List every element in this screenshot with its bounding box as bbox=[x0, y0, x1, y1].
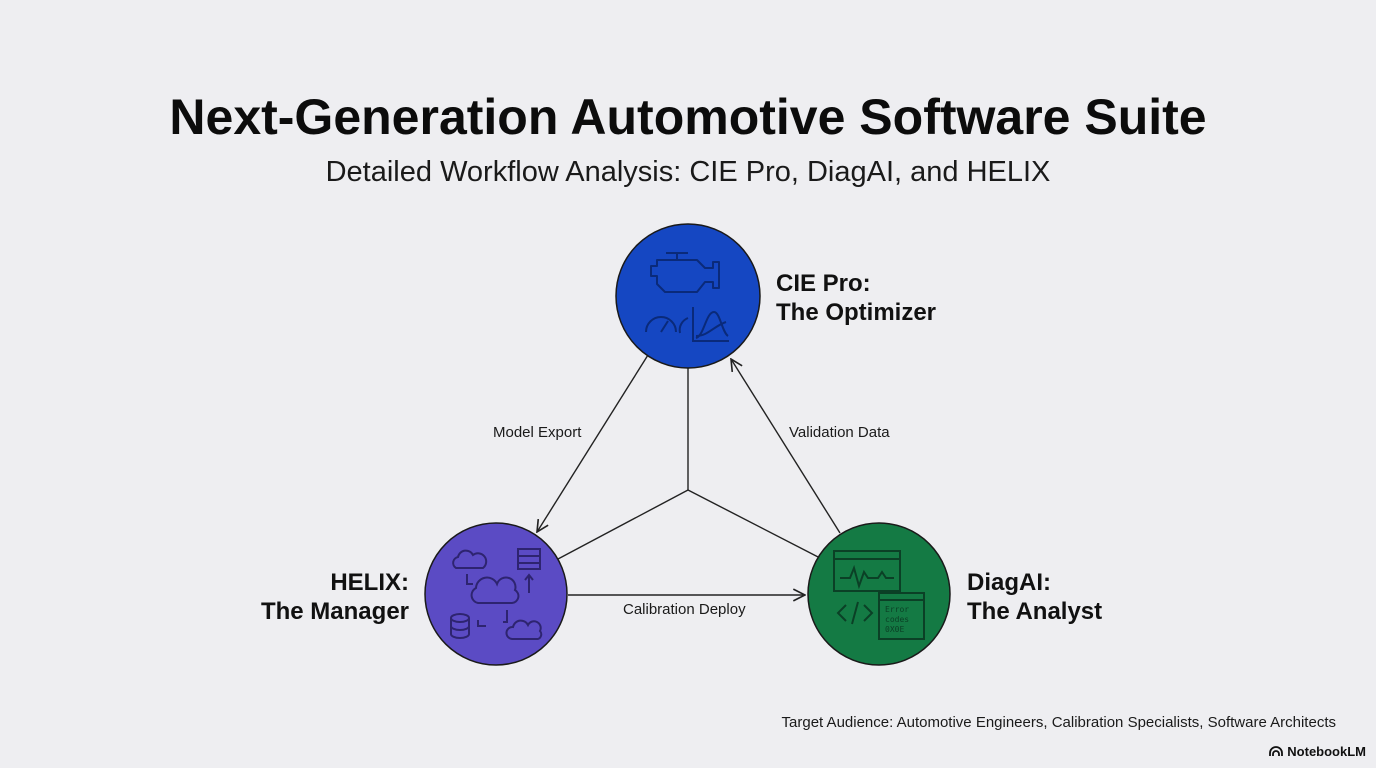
waveform-window-icon bbox=[833, 550, 901, 592]
server-icon bbox=[517, 548, 541, 593]
error-code-line: Error bbox=[885, 605, 909, 614]
calibration-deploy-label: Calibration Deploy bbox=[623, 601, 746, 618]
database-icon bbox=[450, 613, 470, 639]
brand-name: NotebookLM bbox=[1287, 744, 1366, 759]
gauge-icon bbox=[645, 316, 689, 334]
error-codes-icon: Error codes 0X0E bbox=[878, 592, 925, 640]
code-icon bbox=[836, 601, 874, 625]
diagai-label: DiagAI: The Analyst bbox=[967, 568, 1102, 626]
helix-name: HELIX: bbox=[330, 569, 409, 596]
target-audience: Target Audience: Automotive Engineers, C… bbox=[781, 714, 1336, 731]
engine-icon bbox=[650, 252, 720, 293]
helix-label: HELIX: The Manager bbox=[200, 568, 409, 626]
diagai-name: DiagAI: bbox=[967, 569, 1051, 596]
notebooklm-logo-icon bbox=[1269, 746, 1284, 756]
cie-pro-role: The Optimizer bbox=[776, 299, 937, 326]
helix-role: The Manager bbox=[260, 598, 409, 625]
page-title: Next-Generation Automotive Software Suit… bbox=[169, 89, 1207, 145]
validation-data-label: Validation Data bbox=[789, 424, 890, 441]
helix-node[interactable] bbox=[424, 522, 568, 666]
error-code-line: codes bbox=[885, 615, 909, 624]
brand-mark[interactable]: NotebookLM bbox=[1269, 744, 1366, 759]
model-export-label: Model Export bbox=[493, 424, 582, 441]
cie-pro-node[interactable] bbox=[615, 223, 761, 369]
cloud-icon bbox=[452, 549, 543, 640]
page-subtitle: Detailed Workflow Analysis: CIE Pro, Dia… bbox=[325, 156, 1051, 188]
error-code-line: 0X0E bbox=[885, 625, 904, 634]
cie-pro-label: CIE Pro: The Optimizer bbox=[776, 269, 936, 327]
cie-pro-name: CIE Pro: bbox=[776, 270, 871, 297]
model-export-arrow bbox=[537, 354, 649, 532]
diagai-role: The Analyst bbox=[967, 598, 1103, 625]
validation-data-arrow bbox=[731, 359, 841, 534]
curve-chart-icon bbox=[692, 307, 729, 342]
diagai-node[interactable]: Error codes 0X0E bbox=[807, 522, 951, 666]
center-connector bbox=[557, 368, 823, 560]
